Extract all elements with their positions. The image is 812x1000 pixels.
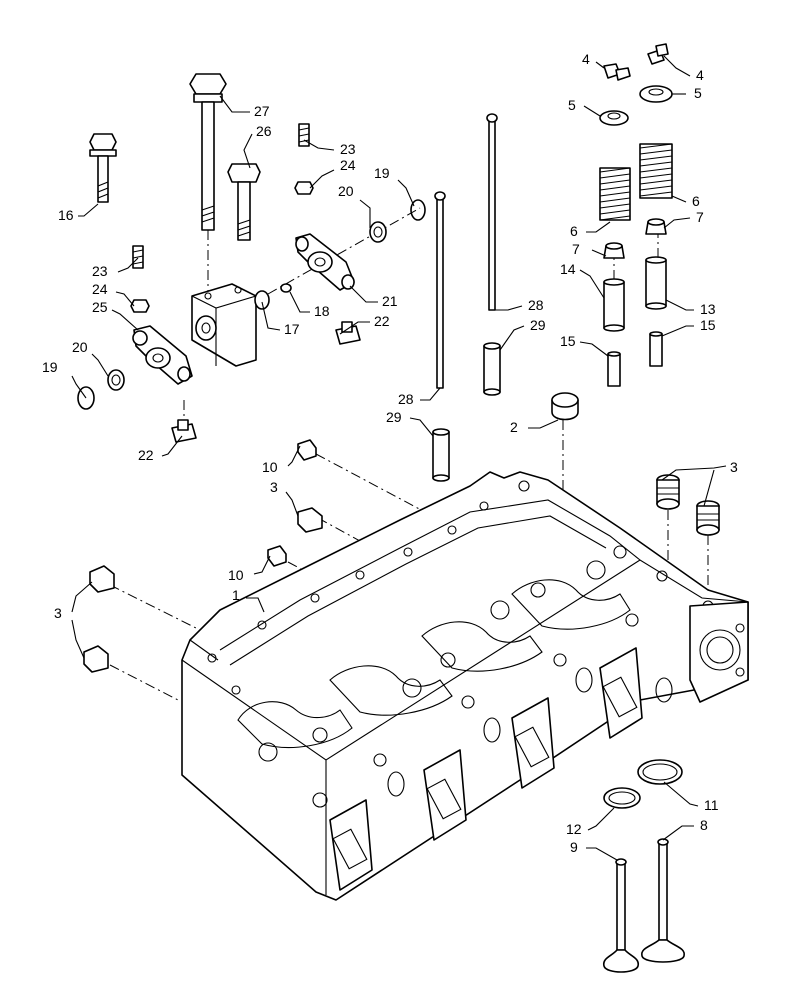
callout-7: 7 [572, 241, 580, 257]
callout-5: 5 [568, 97, 576, 113]
callout-19: 19 [42, 359, 58, 375]
rocker-bracket-17 [191, 283, 270, 367]
callout-10: 10 [262, 459, 278, 475]
callout-20: 20 [72, 339, 88, 355]
callout-22: 22 [138, 447, 154, 463]
plug-3-c [83, 645, 109, 673]
circlip-19-right [410, 199, 426, 221]
plug-3-e [696, 500, 720, 536]
callout-4: 4 [582, 51, 590, 67]
fitting-10-b [267, 545, 287, 567]
callout-29: 29 [386, 409, 402, 425]
callout-3: 3 [730, 459, 738, 475]
callout-26: 26 [256, 123, 272, 139]
callout-22: 22 [374, 313, 390, 329]
washer-20-right [369, 221, 387, 243]
callout-21: 21 [382, 293, 398, 309]
valve-guide-insert-15-left [607, 351, 621, 387]
callout-7: 7 [696, 209, 704, 225]
callout-15: 15 [560, 333, 576, 349]
nut-24-left [130, 299, 150, 313]
valve-spring-6-right [639, 143, 673, 199]
tappet-29-right [483, 342, 501, 396]
pad-22-right [335, 321, 361, 345]
pushrod-28-right [486, 113, 498, 311]
callout-15: 15 [700, 317, 716, 333]
plug-3-a [297, 507, 323, 533]
callout-13: 13 [700, 301, 716, 317]
leader-lines [71, 55, 727, 861]
collet-4-right [647, 43, 669, 65]
bolt-16 [89, 133, 117, 203]
callout-3: 3 [270, 479, 278, 495]
valve-guide-14 [603, 278, 625, 332]
bolt-27 [189, 73, 227, 231]
spring-retainer-5-left [599, 110, 629, 126]
exhaust-port-3 [511, 697, 555, 789]
valve-seat-ring-12 [603, 787, 641, 809]
callout-24: 24 [92, 281, 108, 297]
pad-22-left [171, 419, 197, 443]
exhaust-port-1 [329, 799, 373, 891]
plug-3-d [656, 474, 680, 510]
adjusting-screw-23-right [298, 123, 310, 147]
valve-seat-ring-11 [637, 759, 683, 785]
bolt-26 [227, 163, 261, 241]
circlip-19-left [77, 386, 95, 410]
callout-6: 6 [692, 193, 700, 209]
callout-23: 23 [92, 263, 108, 279]
intake-valve-8 [641, 838, 685, 963]
callout-12: 12 [566, 821, 582, 837]
plug-3-b [89, 565, 115, 593]
callout-28: 28 [528, 297, 544, 313]
callout-19: 19 [374, 165, 390, 181]
fitting-10-a [297, 439, 317, 461]
callout-1: 1 [232, 587, 240, 603]
callout-14: 14 [560, 261, 576, 277]
washer-20-left [107, 369, 125, 391]
callout-9: 9 [570, 839, 578, 855]
callout-29: 29 [530, 317, 546, 333]
exhaust-valve-9 [602, 858, 640, 973]
callout-labels: 1 2 3 3 3 4 4 5 5 6 6 7 7 8 9 10 10 11 1… [42, 51, 738, 855]
callout-27: 27 [254, 103, 270, 119]
exhaust-port-2 [423, 749, 467, 841]
plug-2 [551, 392, 579, 421]
valve-seal-7-right [645, 218, 667, 235]
callout-6: 6 [570, 223, 578, 239]
callout-5: 5 [694, 85, 702, 101]
callout-28: 28 [398, 391, 414, 407]
rocker-arm-left [132, 325, 193, 385]
callout-8: 8 [700, 817, 708, 833]
pin-18 [280, 283, 292, 293]
valve-seal-7-left [603, 242, 625, 259]
cylinder-head [181, 471, 749, 901]
callout-24: 24 [340, 157, 356, 173]
callout-4: 4 [696, 67, 704, 83]
callout-10: 10 [228, 567, 244, 583]
valve-guide-13 [645, 256, 667, 310]
callout-25: 25 [92, 299, 108, 315]
callout-23: 23 [340, 141, 356, 157]
adjusting-screw-23-left [132, 245, 144, 269]
valve-spring-6-left [599, 167, 631, 221]
nut-24-right [294, 181, 314, 195]
valve-guide-insert-15-right [649, 331, 663, 367]
callout-3: 3 [54, 605, 62, 621]
exhaust-port-4 [599, 647, 643, 739]
callout-17: 17 [284, 321, 300, 337]
pushrod-28-left [434, 191, 446, 389]
callout-20: 20 [338, 183, 354, 199]
collet-4-left [603, 63, 631, 81]
tappet-29-left [432, 428, 450, 482]
callout-18: 18 [314, 303, 330, 319]
rocker-arm-21 [295, 233, 355, 291]
spring-retainer-5-right [639, 85, 673, 103]
callout-16: 16 [58, 207, 74, 223]
callout-2: 2 [510, 419, 518, 435]
callout-11: 11 [704, 797, 719, 813]
